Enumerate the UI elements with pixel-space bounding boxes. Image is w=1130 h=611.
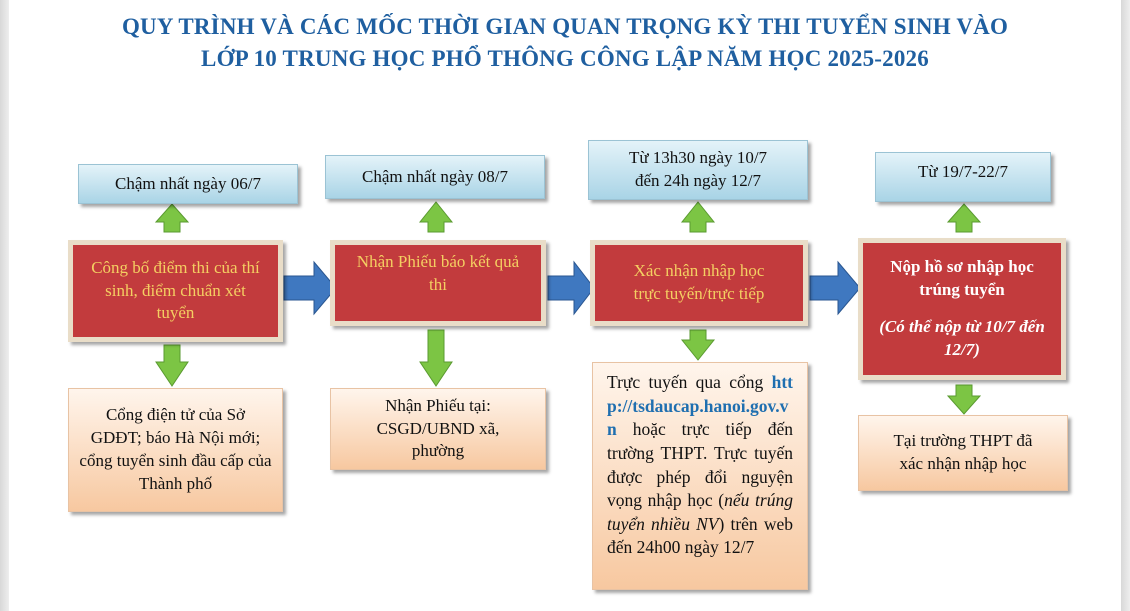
- title-line-2: LỚP 10 TRUNG HỌC PHỔ THÔNG CÔNG LẬP NĂM …: [201, 46, 929, 71]
- step-3-detail-italic: nếu trúng tuyển nhiều NV: [607, 490, 793, 534]
- portal-link[interactable]: http://tsdaucap.hanoi.gov.vn: [607, 372, 793, 440]
- green-arrows: [154, 201, 982, 415]
- title-line-1: QUY TRÌNH VÀ CÁC MỐC THỜI GIAN QUAN TRỌN…: [121, 14, 1009, 39]
- arrow-right-icon: [283, 260, 337, 316]
- step-3-date-line-2: đến 24h ngày 12/7: [634, 171, 762, 190]
- step-4-action-note: (Có thể nộp từ 10/7 đến 12/7): [879, 317, 1045, 359]
- step-4-detail: Tại trường THPT đã xác nhận nhập học: [858, 415, 1068, 491]
- arrow-down-icon: [946, 384, 982, 415]
- step-2-date: Chậm nhất ngày 08/7: [325, 155, 545, 199]
- step-3-date: Từ 13h30 ngày 10/7 đến 24h ngày 12/7: [588, 140, 808, 200]
- step-3-action-line-1: Xác nhận nhập học: [633, 261, 765, 281]
- step-2-detail-line-2: CSGD/UBND xã, phường: [376, 418, 500, 461]
- step-3-detail-a: Trực tuyến qua cổng: [607, 372, 764, 392]
- step-2-action: Nhận Phiếu báo kết quả thi: [330, 240, 546, 326]
- step-4-action-line-1: Nộp hồ sơ nhập học: [890, 257, 1034, 277]
- step-4-date: Từ 19/7-22/7: [875, 152, 1051, 202]
- step-3-detail-b: hoặc trực tiếp đến trường THPT.: [607, 419, 793, 463]
- step-4-action-line-2: trúng tuyển: [919, 280, 1005, 300]
- step-2-detail: Nhận Phiếu tại: CSGD/UBND xã, phường: [330, 388, 546, 470]
- step-4-action: Nộp hồ sơ nhập học trúng tuyển (Có thể n…: [858, 238, 1066, 380]
- arrow-up-icon: [680, 201, 716, 233]
- step-1-action: Công bố điểm thi của thí sinh, điểm chuẩ…: [68, 240, 283, 342]
- step-3-detail: Trực tuyến qua cổng http://tsdaucap.hano…: [592, 362, 808, 590]
- arrow-up-icon: [946, 203, 982, 233]
- arrow-right-icon: [547, 260, 595, 316]
- step-3-action-line-2: trực tuyến/trực tiếp: [633, 284, 765, 303]
- arrow-down-icon: [419, 329, 453, 387]
- arrow-down-icon: [155, 344, 189, 387]
- step-1-date: Chậm nhất ngày 06/7: [78, 164, 298, 204]
- left-border: [0, 0, 9, 611]
- step-3-date-line-1: Từ 13h30 ngày 10/7: [628, 148, 768, 168]
- right-border: [1121, 0, 1130, 611]
- arrow-down-icon: [680, 329, 716, 361]
- step-3-detail-d: ) trên web đến 24h00 ngày 12/7: [607, 513, 793, 558]
- arrow-up-icon: [418, 201, 454, 233]
- step-2-detail-line-1: Nhận Phiếu tại:: [385, 395, 491, 415]
- arrow-right-icon: [809, 260, 861, 316]
- arrow-up-icon: [154, 203, 190, 233]
- step-3-action: Xác nhận nhập học trực tuyến/trực tiếp: [590, 240, 808, 326]
- step-3-detail-c: Trực tuyến được phép đổi nguyện vọng nhậ…: [607, 442, 793, 511]
- step-1-detail: Cổng điện tử của Sở GDĐT; báo Hà Nội mới…: [68, 388, 283, 512]
